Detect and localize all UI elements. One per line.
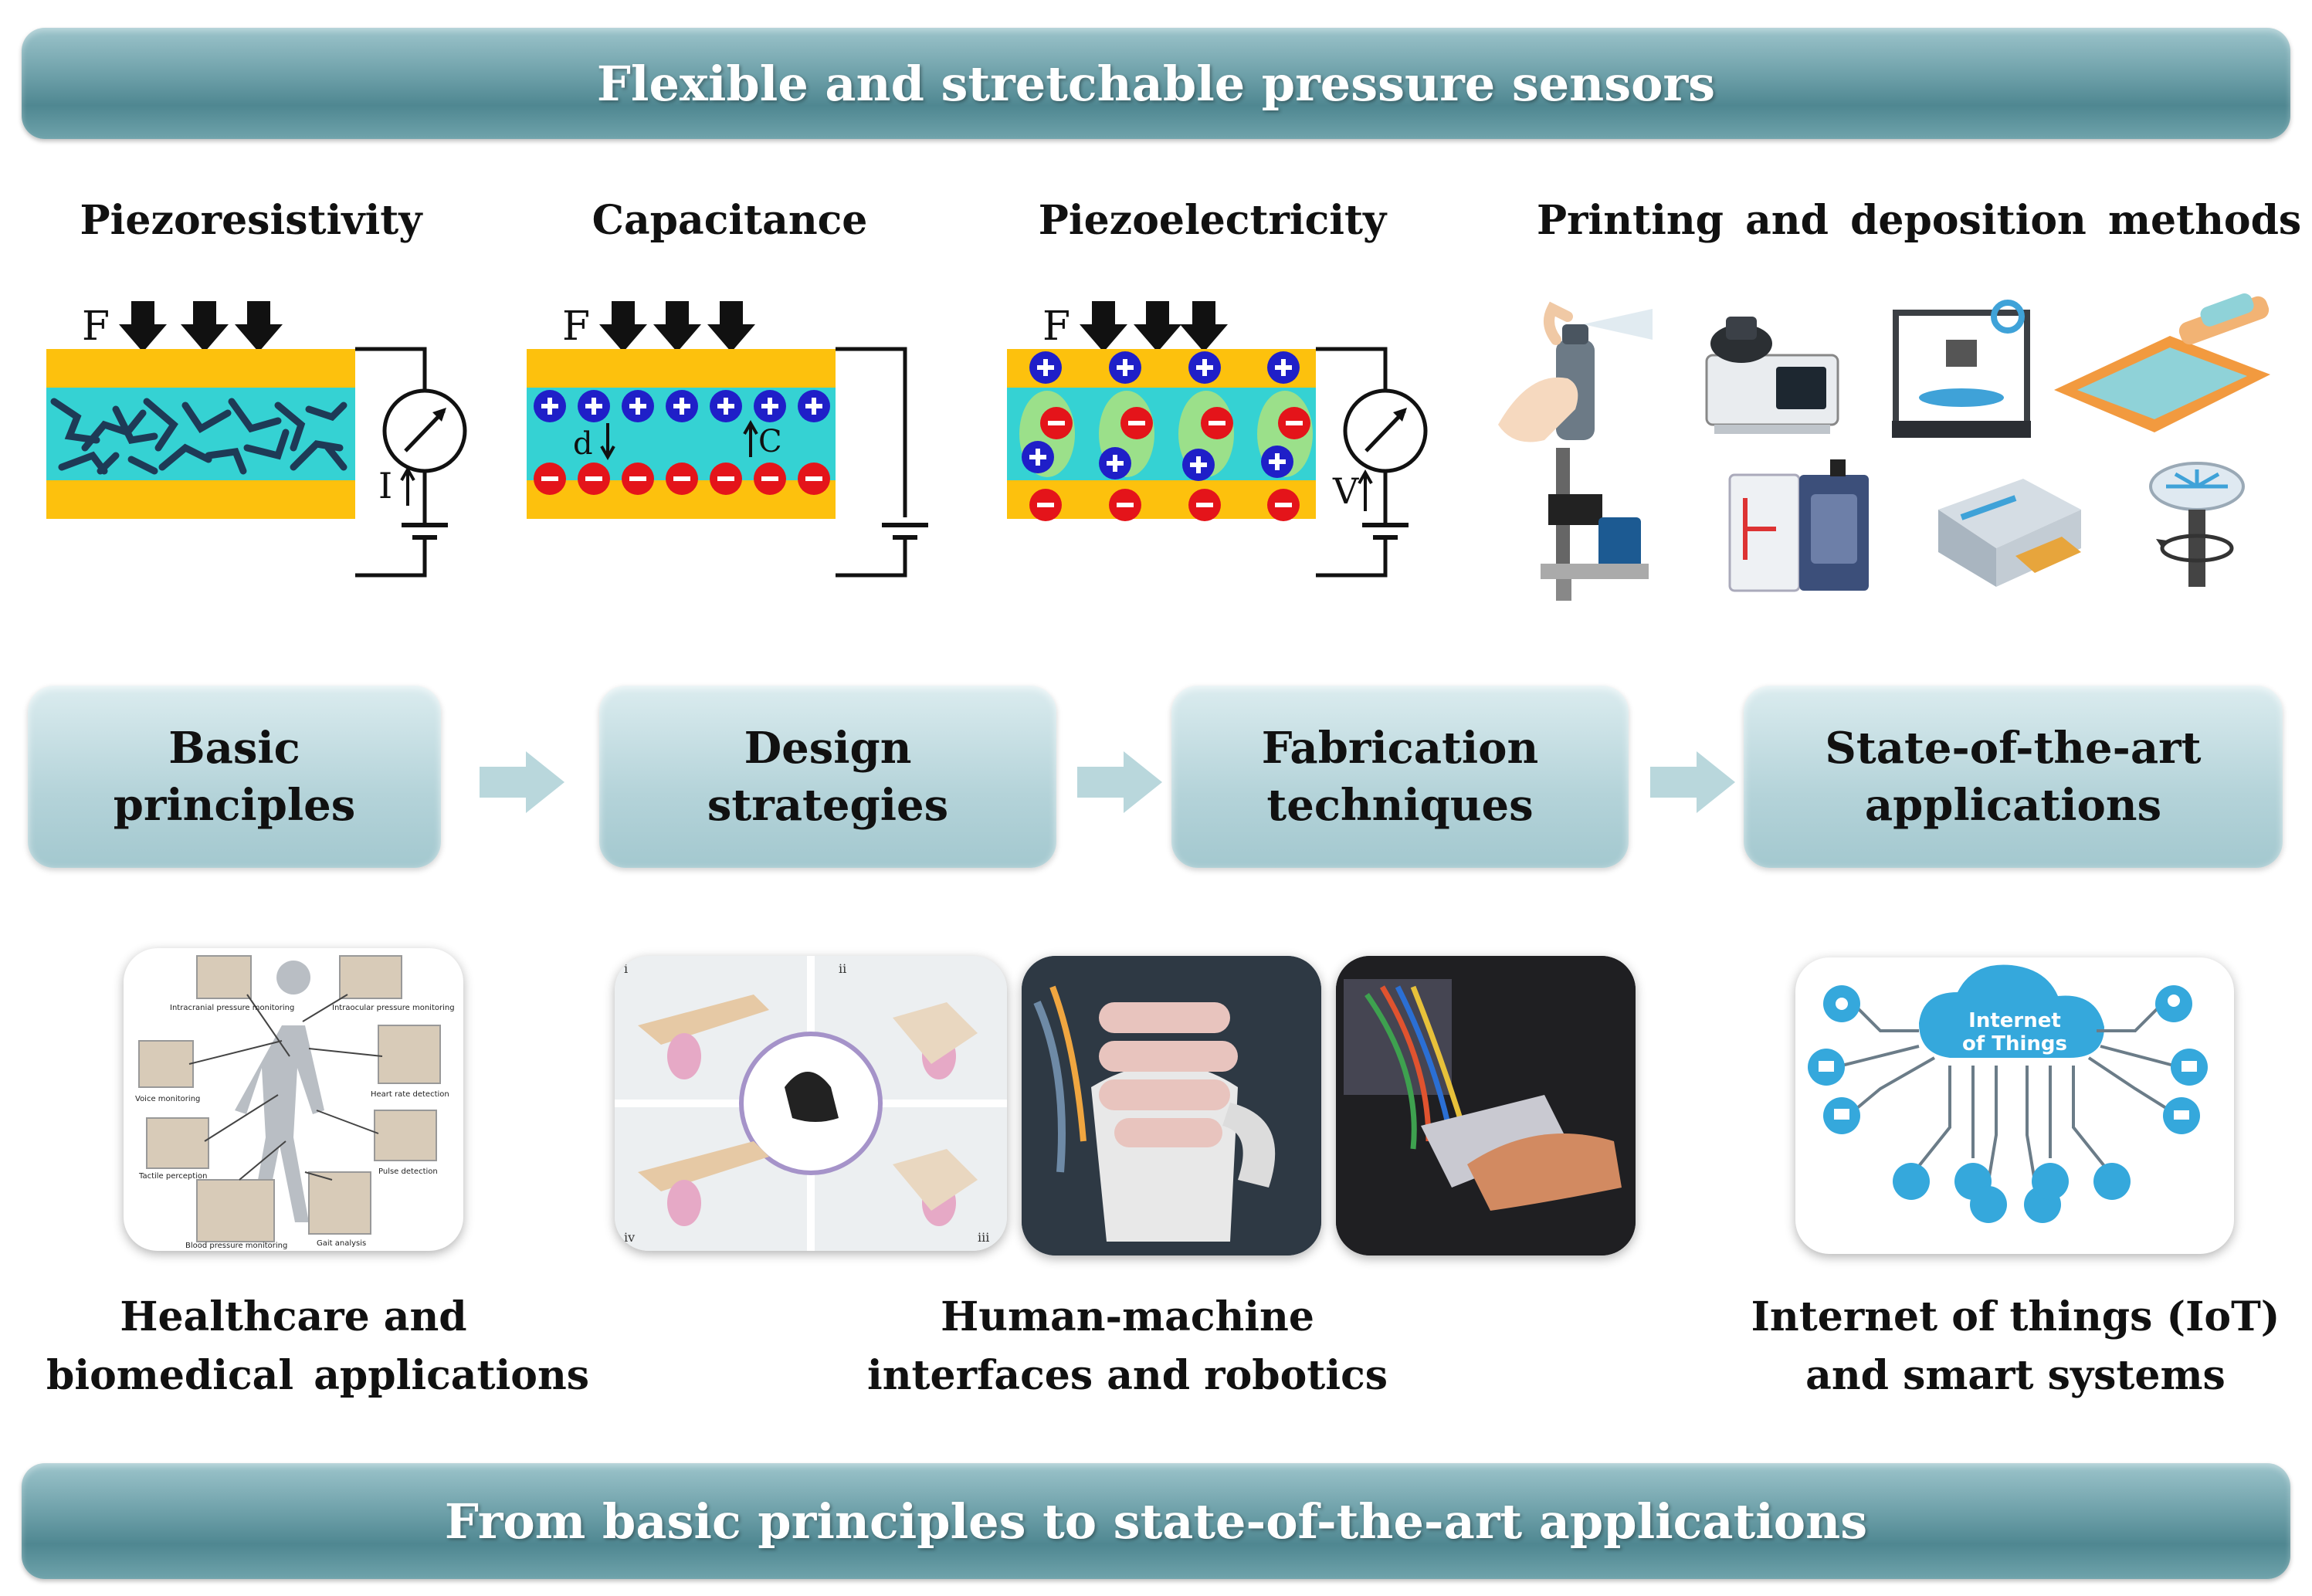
piezoresistivity-title: Piezoresistivity (80, 197, 422, 244)
top-electrode (46, 349, 355, 388)
healthcare-caption: Healthcare and biomedical applications (46, 1288, 590, 1405)
spin-coater-machine-icon (1705, 317, 1839, 434)
panel-label: iii (978, 1230, 989, 1245)
spray-coating-icon (1498, 301, 1653, 442)
iot-caption: Internet of things (IoT) and smart syste… (1745, 1288, 2286, 1405)
caption-line: interfaces and robotics (866, 1352, 1388, 1399)
capacitance-title: Capacitance (592, 197, 868, 244)
dip-coater-icon (1541, 448, 1649, 601)
health-label: Intraocular pressure monitoring (332, 1004, 455, 1012)
force-label: F (1042, 303, 1070, 350)
panel-label: iv (624, 1230, 635, 1245)
flow-box-line: Design (744, 723, 912, 774)
bottom-electrode (46, 480, 355, 519)
flow-box-basic-principles: Basic principles (28, 686, 441, 868)
piezoelectric-diagram: F V (1007, 301, 1428, 578)
caption-line: Healthcare and (120, 1293, 467, 1340)
negative-charges (534, 463, 830, 495)
health-label: Voice monitoring (135, 1095, 200, 1103)
flow-box-line: applications (1864, 780, 2162, 831)
force-label: F (82, 303, 110, 350)
flow-box-line: State-of-the-art (1825, 723, 2202, 774)
health-label: Tactile perception (138, 1172, 207, 1181)
health-label: Heart rate detection (371, 1090, 449, 1099)
robot-handshake-photo (1336, 956, 1636, 1255)
positive-charges (534, 390, 830, 422)
health-label: Pulse detection (378, 1167, 438, 1176)
screen-printing-icon (2054, 293, 2270, 432)
healthcare-image: Intracranial pressure monitoring Intraoc… (124, 948, 463, 1251)
prosthetic-hand-grid-image: i ii iii iv (615, 956, 1007, 1251)
caption-line: biomedical applications (46, 1352, 590, 1399)
bottom-banner-text: From basic principles to state-of-the-ar… (444, 1493, 1868, 1550)
current-label: I (378, 465, 392, 507)
nanowire-network (50, 398, 347, 475)
3d-printer-icon (1892, 300, 2031, 438)
iot-image: Internet of Things (1795, 957, 2234, 1254)
flow-box-line: techniques (1266, 780, 1534, 831)
health-label: Gait analysis (317, 1239, 366, 1248)
capacitive-diagram: F d C (527, 301, 928, 578)
flow-arrow-icon (1650, 751, 1735, 813)
health-label: Blood pressure monitoring (185, 1242, 287, 1250)
flow-arrow-icon (1077, 751, 1162, 813)
spin-coating-icon (2149, 462, 2245, 587)
health-label: Intracranial pressure monitoring (170, 1004, 294, 1012)
caption-line: Human-machine (941, 1293, 1314, 1340)
caption-line: and smart systems (1805, 1352, 2226, 1399)
flow-box-line: Fabrication (1261, 723, 1539, 774)
capacitance-label: C (758, 424, 782, 459)
flow-box-state-of-the-art: State-of-the-art applications (1744, 686, 2283, 868)
printing-methods-title: Printing and deposition methods (1537, 197, 2302, 244)
flow-box-design-strategies: Design strategies (599, 686, 1056, 868)
caption-line: Internet of things (IoT) (1751, 1293, 2280, 1340)
top-banner: Flexible and stretchable pressure sensor… (22, 28, 2290, 139)
force-label: F (562, 303, 590, 350)
bottom-banner: From basic principles to state-of-the-ar… (22, 1463, 2290, 1579)
iot-cloud-text: Internet (1968, 1009, 2061, 1032)
voltage-label: V (1332, 470, 1359, 512)
hmi-caption: Human-machine interfaces and robotics (865, 1288, 1390, 1405)
iot-cloud-text: of Things (1962, 1032, 2067, 1056)
panel-label: ii (839, 961, 846, 976)
robot-hand-mug-photo (1022, 956, 1321, 1255)
flow-box-line: principles (113, 780, 356, 831)
piezoresistive-diagram: F I (46, 301, 467, 578)
distance-label: d (573, 426, 593, 462)
cvd-chamber-icon (1728, 459, 1869, 592)
inkjet-printer-icon (1938, 479, 2081, 587)
piezoelectricity-title: Piezoelectricity (1038, 197, 1387, 244)
flow-box-line: Basic (168, 723, 300, 774)
panel-label: i (624, 961, 628, 976)
force-arrows (119, 301, 283, 352)
flow-box-fabrication-techniques: Fabrication techniques (1171, 686, 1629, 868)
top-electrode (527, 349, 836, 388)
top-banner-text: Flexible and stretchable pressure sensor… (596, 55, 1716, 112)
flow-arrow-icon (480, 751, 564, 813)
flow-box-line: strategies (707, 780, 949, 831)
